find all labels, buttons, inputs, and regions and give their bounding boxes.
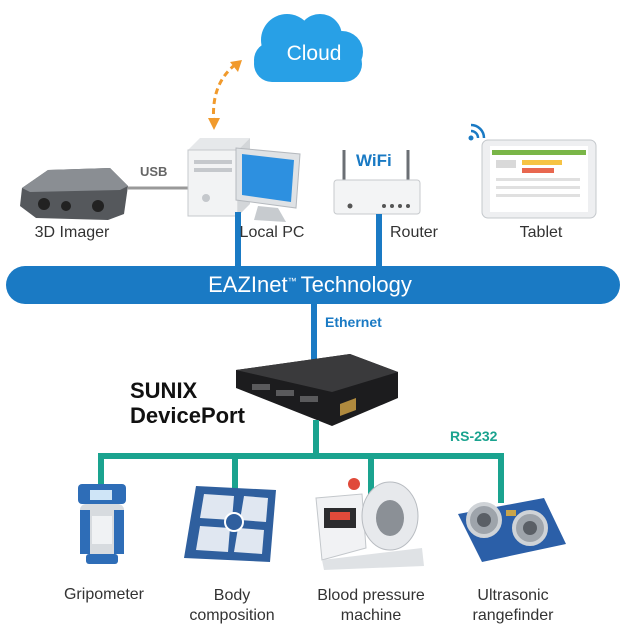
hub-title: SUNIX DevicePort — [130, 378, 245, 428]
body-label-line1: Body — [213, 587, 251, 604]
wireless-signal-icon — [468, 123, 486, 141]
router-label: Router — [389, 224, 439, 241]
ethernet-link — [311, 304, 317, 376]
hub-title-line1: SUNIX — [130, 378, 198, 403]
tablet-label: Tablet — [519, 224, 563, 241]
ethernet-label: Ethernet — [325, 314, 382, 330]
imager-label: 3D Imager — [34, 224, 110, 241]
ultra-label: Ultrasonic rangefinder — [473, 586, 554, 626]
bus-label-tech: Technology — [300, 272, 412, 297]
eazinet-bus — [6, 266, 620, 304]
cloud-shape — [254, 14, 363, 82]
gripometer-label: Gripometer — [63, 586, 145, 603]
rs232-label: RS-232 — [450, 428, 498, 444]
blood-pressure-device — [315, 478, 424, 570]
rs232-network — [98, 420, 504, 503]
gripometer-device — [78, 484, 126, 564]
bus-trademark: ™ — [287, 275, 297, 286]
usb-label: USB — [140, 164, 168, 179]
ultrasonic-device — [458, 498, 566, 562]
ultra-label-line2: rangefinder — [472, 607, 554, 624]
cloud-label: Cloud — [286, 42, 342, 65]
pc-label: Local PC — [239, 224, 305, 241]
wifi-badge: WiFi — [356, 151, 392, 170]
bp-label-line1: Blood pressure — [317, 587, 425, 604]
pc-bus-link — [235, 212, 241, 270]
imager-device — [20, 168, 128, 220]
router-bus-link — [376, 214, 382, 270]
tablet-device — [481, 139, 597, 219]
bus-label-name: EAZInet — [208, 272, 288, 297]
deviceport-box — [236, 354, 398, 426]
hub-title-line2: DevicePort — [130, 403, 245, 428]
body-label: Body composition — [189, 586, 274, 626]
ultra-label-line1: Ultrasonic — [477, 587, 549, 604]
bp-label: Blood pressure machine — [317, 586, 425, 626]
body-label-line2: composition — [189, 607, 275, 624]
router-device — [333, 150, 421, 215]
bp-label-line2: machine — [340, 607, 402, 624]
cloud-link-arrow — [208, 60, 242, 130]
body-composition-device — [184, 486, 276, 562]
pc-monitor — [235, 147, 301, 222]
